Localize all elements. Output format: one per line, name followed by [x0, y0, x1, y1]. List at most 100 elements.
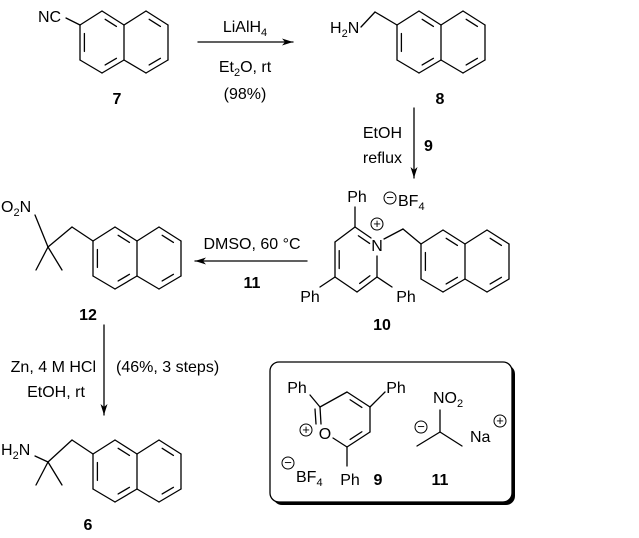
compound-label-10: 10: [373, 317, 391, 334]
step4-reagent: Zn, 4 M HCl: [11, 359, 96, 376]
arrowhead-icon: [410, 167, 418, 178]
bond: [369, 391, 386, 408]
ring-bond: [136, 439, 160, 455]
ring-bond: [158, 439, 182, 455]
ring-bond: [486, 278, 510, 293]
pyridinium-nitrogen: N: [371, 238, 383, 255]
bond: [360, 11, 376, 28]
negative-charge-sign: −: [284, 455, 292, 470]
ring-bond: [158, 226, 182, 242]
bond: [354, 226, 372, 239]
double-bond: [349, 431, 363, 441]
double-bond: [421, 57, 435, 66]
compound-label-6: 6: [84, 517, 93, 534]
double-bond: [349, 399, 363, 409]
bonds-layer: [34, 10, 510, 503]
ring-bond: [92, 275, 116, 290]
pyrylium-oxygen: O: [319, 426, 331, 443]
double-bond: [421, 18, 435, 28]
double-bond: [161, 486, 175, 495]
bond: [319, 391, 348, 408]
ring-bond: [418, 59, 442, 74]
step1-solvent: Et2O, rt: [219, 59, 272, 79]
ring-bond: [464, 278, 488, 293]
double-bond: [489, 237, 503, 247]
counterion-bf4-box: BF4: [296, 469, 323, 489]
ring-bond: [145, 10, 169, 26]
double-bond: [148, 18, 162, 28]
negative-charge-icon: [414, 420, 428, 434]
positive-charge-sign: +: [302, 422, 310, 437]
ring-bond: [420, 229, 444, 245]
double-bond: [161, 234, 175, 244]
nitrile-group: NC: [38, 9, 61, 26]
positive-charge-sign: +: [496, 413, 504, 428]
bond: [47, 246, 63, 271]
ring-bond: [418, 10, 442, 26]
double-bond: [445, 276, 459, 285]
ring-bond: [442, 278, 466, 293]
compound-label-9: 9: [374, 472, 383, 489]
negative-charge-icon: [383, 191, 397, 205]
ring-bond: [145, 59, 169, 74]
double-bond: [359, 275, 371, 285]
reagent-box: [269, 361, 513, 503]
step2-condition: reflux: [363, 150, 402, 167]
ring-bond: [440, 10, 464, 26]
bond: [319, 406, 322, 425]
compound-label-11: 11: [432, 472, 449, 489]
ring-bond: [92, 226, 116, 242]
bond: [47, 439, 73, 463]
bond: [383, 228, 404, 240]
bond: [402, 228, 422, 245]
positive-charge-icon: [370, 217, 384, 231]
ring-bond: [486, 229, 510, 245]
arrowhead-icon: [282, 38, 293, 46]
pyrylium-phenyl-left: Ph: [287, 380, 307, 397]
ring-bond: [92, 439, 116, 455]
ring-bond: [440, 59, 464, 74]
ring-bond: [79, 10, 103, 26]
double-bond: [117, 234, 131, 244]
phenyl-right: Ph: [396, 289, 416, 306]
bond: [35, 246, 49, 271]
ring-bond: [114, 275, 138, 290]
step3-reagent: 11: [244, 275, 261, 292]
ring-bond: [123, 59, 147, 74]
bond: [71, 439, 94, 455]
ring-bond: [136, 488, 160, 503]
bond: [346, 391, 371, 408]
bond: [34, 455, 49, 463]
pyrylium-phenyl-right: Ph: [386, 380, 406, 397]
double-bond: [148, 57, 162, 66]
double-bond: [104, 18, 118, 28]
ring-bond: [462, 10, 486, 26]
negative-charge-icon: [281, 456, 295, 470]
step4-yield: (46%, 3 steps): [116, 359, 219, 376]
double-bond: [117, 273, 131, 282]
double-bond: [357, 235, 371, 245]
arrowhead-icon: [195, 257, 206, 265]
counterion-bf4: BF4: [398, 193, 425, 213]
ring-bond: [442, 229, 466, 245]
bond: [376, 276, 393, 288]
bond: [65, 17, 81, 26]
step2-reagent: 9: [424, 138, 433, 155]
step1-reagent: LiAlH4: [223, 19, 267, 39]
nitronate-group: NO2: [433, 390, 463, 410]
double-bond: [161, 447, 175, 457]
bond: [71, 226, 94, 242]
bond: [332, 437, 348, 448]
positive-charge-sign: +: [373, 216, 381, 231]
phenyl-left: Ph: [300, 289, 320, 306]
ring-bond: [114, 226, 138, 242]
bond: [374, 11, 398, 26]
amine-group-6: H2N: [1, 442, 30, 462]
ring-bond: [464, 229, 488, 245]
ring-bond: [420, 278, 444, 293]
bond: [309, 394, 321, 408]
ring-bond: [114, 488, 138, 503]
nitro-group: O2N: [1, 199, 31, 219]
step1-yield: (98%): [224, 86, 267, 103]
